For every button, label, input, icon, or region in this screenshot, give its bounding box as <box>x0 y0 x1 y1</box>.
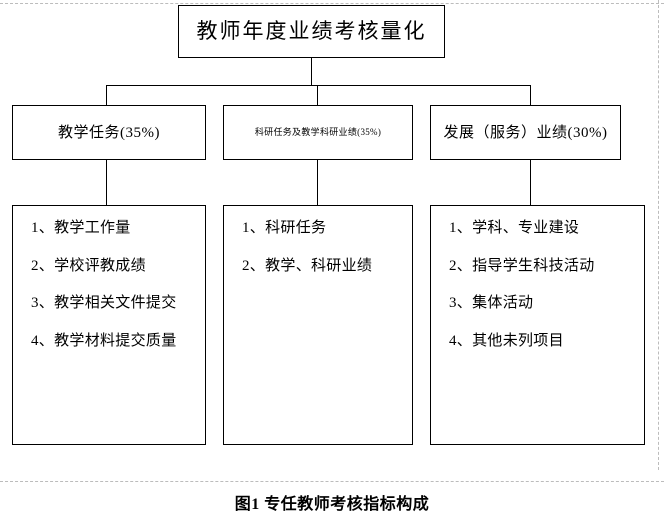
node-category-teaching-task[interactable]: 教学任务(35%) <box>12 105 206 160</box>
list-item: 1、科研任务 <box>242 220 327 236</box>
node-title-box[interactable]: 教师年度业绩考核量化 <box>178 5 445 58</box>
figure-caption: 图1 专任教师考核指标构成 <box>234 496 430 513</box>
node-category-development-service-label: 发展（服务）业绩(30%) <box>443 124 608 141</box>
connector-development-to-list <box>530 160 531 205</box>
node-category-research-task[interactable]: 科研任务及教学科研业绩(35%) <box>223 105 413 160</box>
connector-research-to-list <box>317 160 318 205</box>
list-item: 3、集体活动 <box>449 295 534 311</box>
page-guide-bottom <box>0 481 664 482</box>
list-item: 1、学科、专业建设 <box>449 220 580 236</box>
node-list-development-service[interactable]: 1、学科、专业建设 2、指导学生科技活动 3、集体活动 4、其他未列项目 <box>430 205 645 445</box>
node-title-label: 教师年度业绩考核量化 <box>196 18 427 43</box>
connector-drop-development <box>530 85 531 105</box>
list-item: 2、学校评教成绩 <box>31 257 146 274</box>
list-item: 4、教学材料提交质量 <box>31 332 177 349</box>
connector-drop-teaching <box>106 85 107 105</box>
list-item: 1、教学工作量 <box>31 220 131 236</box>
node-list-research-task[interactable]: 1、科研任务 2、教学、科研业绩 <box>223 205 413 445</box>
list-item: 2、指导学生科技活动 <box>449 257 595 274</box>
connector-teaching-to-list <box>106 160 107 205</box>
list-item: 4、其他未列项目 <box>449 332 564 349</box>
connector-title-drop <box>311 58 312 85</box>
node-list-teaching-task[interactable]: 1、教学工作量 2、学校评教成绩 3、教学相关文件提交 4、教学材料提交质量 <box>12 205 206 445</box>
node-category-teaching-task-label: 教学任务(35%) <box>58 124 160 141</box>
node-category-development-service[interactable]: 发展（服务）业绩(30%) <box>430 105 621 160</box>
connector-drop-research <box>317 85 318 105</box>
node-category-research-task-label: 科研任务及教学科研业绩(35%) <box>254 127 382 138</box>
list-item: 3、教学相关文件提交 <box>31 295 177 311</box>
list-item: 2、教学、科研业绩 <box>242 257 373 274</box>
connector-bus <box>106 85 530 86</box>
page-guide-top <box>0 3 664 4</box>
page-guide-right <box>658 0 659 470</box>
